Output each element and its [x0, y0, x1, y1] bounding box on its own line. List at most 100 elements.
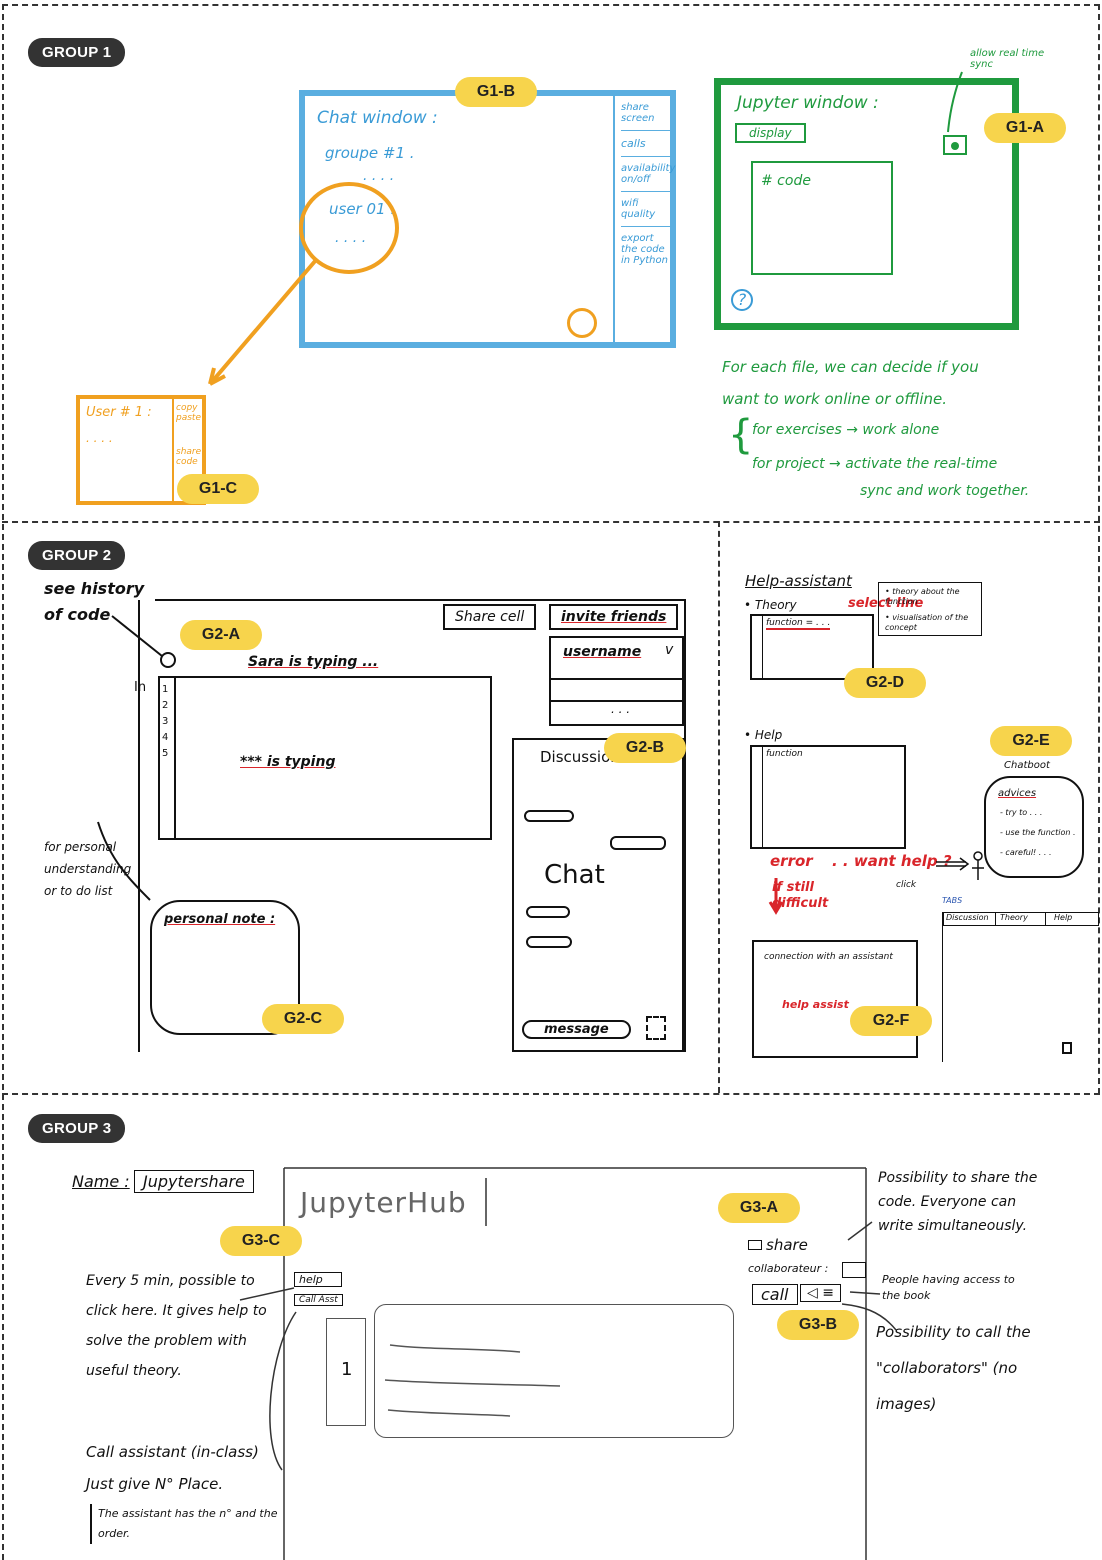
g2-click-label: click	[896, 880, 917, 890]
tag-g2-a: G2-A	[180, 620, 262, 650]
g3-call-asst-button[interactable]: Call Asst	[294, 1294, 343, 1306]
g2-dropdown-row	[551, 700, 682, 702]
tag-g1-c: G1-C	[177, 474, 259, 504]
g2-advice-item: - try to . . .	[1000, 808, 1043, 817]
chat-bubble	[526, 906, 570, 918]
g3-every-note: Every 5 min, possible to click here. It …	[86, 1273, 267, 1379]
chat-bubble	[526, 936, 572, 948]
g2-help-cell[interactable]: function	[750, 745, 906, 849]
g2-help-arrows	[768, 851, 984, 915]
g3-collaborator-label: collaborateur :	[748, 1262, 829, 1275]
g2-tab-bar: Discussion Theory Help	[943, 912, 1099, 926]
g2-theory-popup: • theory about the function • visualisat…	[878, 582, 982, 636]
g1-note-line-2: want to work online or offline.	[722, 390, 947, 408]
g3-access-note: People having access to the book	[882, 1273, 1015, 1302]
g2-dropdown-row	[551, 678, 682, 680]
g3-call-button[interactable]: call	[752, 1284, 798, 1305]
g2-advices-title: advices	[998, 788, 1037, 799]
g2-dropdown-dots: . . .	[611, 702, 631, 716]
chat-bubble	[524, 810, 574, 822]
g2-help-label: • Help	[744, 728, 783, 742]
g3-cell-number: 1	[341, 1359, 353, 1380]
tab-help[interactable]: Help	[1054, 913, 1073, 922]
g2-message-input[interactable]: message	[522, 1020, 631, 1039]
side-item-wifi[interactable]: wifi quality	[621, 192, 671, 227]
expand-icon[interactable]	[646, 1016, 666, 1040]
g1-copy-paste[interactable]: copy paste	[176, 403, 201, 423]
tab-theory[interactable]: Theory	[996, 913, 1046, 925]
g2-tabs-panel: Discussion Theory Help	[942, 912, 1099, 1062]
line-number: 5	[162, 748, 169, 759]
g1-note-line-5: sync and work together.	[860, 483, 1030, 499]
g2-discussion-title: Discussion	[540, 748, 620, 766]
g2-personal-note[interactable]: personal note :	[150, 900, 300, 1035]
g1-dots-1: . . . .	[363, 168, 395, 184]
side-item-share-screen[interactable]: share screen	[621, 102, 671, 131]
g3-help-button[interactable]: help	[294, 1272, 342, 1287]
g2-chat-label: Chat	[544, 860, 605, 890]
g1-sync-toggle[interactable]	[943, 135, 967, 155]
g1-sync-note: allow real time sync	[970, 48, 1045, 70]
g1-note-line-3: for exercises → work alone	[752, 422, 940, 438]
g2-advice-item: - careful! . . .	[1000, 848, 1052, 857]
g1-share-code[interactable]: share code	[176, 447, 202, 467]
g3-share-button[interactable]: share	[748, 1236, 808, 1254]
g2-user-dropdown[interactable]: username v . . .	[549, 636, 684, 726]
g2-gutter	[174, 678, 176, 838]
g1-chat-sidebar	[613, 96, 615, 342]
g2-theory-cell[interactable]: function = . . .	[750, 614, 874, 680]
expand-icon[interactable]	[567, 308, 597, 338]
tag-g2-f: G2-F	[850, 1006, 932, 1036]
g2-error-text: error	[770, 852, 813, 870]
frame-g2-split	[718, 521, 720, 1093]
tag-g2-b: G2-B	[604, 733, 686, 763]
g1-side-list: share screen calls availability on/off w…	[621, 102, 675, 266]
g2-invite-friends-button[interactable]: invite friends	[549, 604, 679, 630]
g1-user-card-divider	[172, 399, 174, 501]
g1-user-card-dots: . . . .	[86, 431, 113, 445]
g1-display-button[interactable]: display	[735, 123, 806, 143]
expand-icon[interactable]	[1062, 1042, 1072, 1054]
tag-g3-b: G3-B	[777, 1310, 859, 1340]
tag-g2-e: G2-E	[990, 726, 1072, 756]
g3-hub-title: JupyterHub	[300, 1186, 467, 1219]
chevron-down-icon[interactable]: v	[665, 642, 674, 658]
g2-still-difficult: if still difficult	[772, 880, 829, 911]
tag-g3-c: G3-C	[220, 1226, 302, 1256]
screen-icon	[748, 1240, 762, 1250]
speaker-icon[interactable]: ◁ ≡	[800, 1284, 841, 1302]
side-item-availability[interactable]: availability on/off	[621, 157, 675, 192]
g3-code-cell[interactable]	[374, 1304, 734, 1438]
g3-order-note: The assistant has the n° and the order.	[90, 1504, 290, 1544]
g2-username: username	[563, 644, 642, 660]
g3-collaborator-box[interactable]	[842, 1262, 866, 1278]
g2-assistant-box: connection with an assistant help assist	[752, 940, 918, 1058]
g2-theory-gutter	[762, 616, 763, 678]
g2-in-label: In	[134, 680, 147, 695]
tag-g1-a: G1-A	[984, 113, 1066, 143]
g2-help-assist[interactable]: help assist	[782, 998, 849, 1011]
tag-g2-d: G2-D	[844, 668, 926, 698]
side-item-calls[interactable]: calls	[621, 131, 671, 157]
tag-g1-b: G1-B	[455, 77, 537, 107]
g3-cell-prompt: 1	[326, 1318, 366, 1426]
g2-code-cell[interactable]: 1 2 3 4 5 *** is typing	[158, 676, 492, 840]
tag-g3-a: G3-A	[718, 1193, 800, 1223]
g2-share-cell-button[interactable]: Share cell	[443, 604, 537, 630]
g1-user-label: user 01 .	[329, 200, 396, 218]
g2-want-help[interactable]: . . want help ?	[832, 852, 952, 870]
g3-share-label: share	[766, 1236, 808, 1254]
help-icon[interactable]: ?	[731, 289, 753, 311]
tab-discussion[interactable]: Discussion	[944, 913, 996, 925]
g2-tabs-label: TABS	[942, 896, 963, 905]
g1-jupyter-window: Jupyter window : display # code ?	[714, 78, 1019, 330]
frame-divider-2	[2, 1093, 1100, 1095]
g1-note-brace: {	[728, 412, 754, 458]
g2-theory-note-1: • theory about the function	[885, 587, 960, 606]
g1-note-line-1: For each file, we can decide if you	[722, 358, 979, 376]
side-item-export[interactable]: export the code in Python	[621, 233, 668, 266]
g2-advice-item: - use the function .	[1000, 828, 1076, 837]
group-1-label: GROUP 1	[28, 38, 126, 67]
g2-chatbot-label: Chatboot	[1004, 760, 1050, 771]
line-number: 1	[162, 684, 169, 695]
